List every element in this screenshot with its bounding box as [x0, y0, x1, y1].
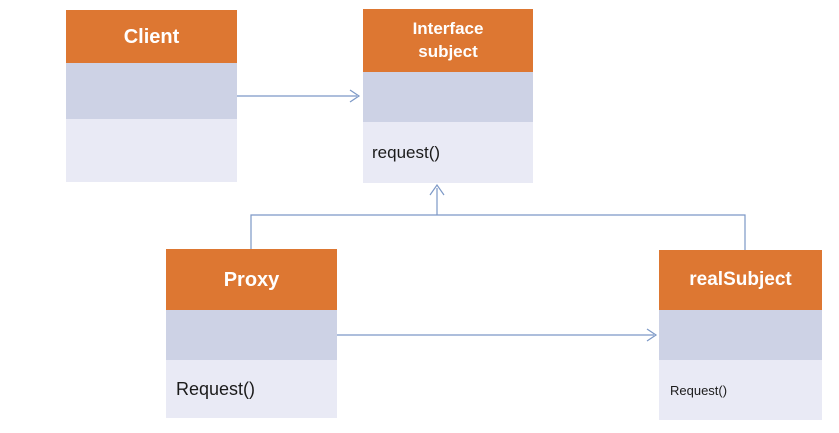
arrowhead-generalization — [429, 183, 445, 196]
class-client-name: Client — [66, 10, 237, 63]
class-client-attributes — [66, 63, 237, 119]
class-realsubject-attributes — [659, 310, 822, 360]
arrowhead-client-to-interface — [349, 89, 361, 103]
class-interface-subject-methods: request() — [363, 122, 533, 183]
class-client-methods — [66, 119, 237, 182]
class-proxy-name: Proxy — [166, 249, 337, 310]
class-client: Client — [66, 10, 237, 182]
class-interface-subject-name: Interface subject — [363, 9, 533, 72]
arrowhead-proxy-to-realsubject — [646, 328, 658, 342]
generalization-connector — [250, 214, 746, 250]
class-proxy: Proxy Request() — [166, 249, 337, 418]
class-realsubject-methods: Request() — [659, 360, 822, 420]
class-proxy-attributes — [166, 310, 337, 360]
class-realsubject: realSubject Request() — [659, 250, 822, 420]
class-realsubject-name: realSubject — [659, 250, 822, 310]
class-proxy-methods: Request() — [166, 360, 337, 418]
class-interface-subject-attributes — [363, 72, 533, 122]
class-interface-subject: Interface subject request() — [363, 9, 533, 183]
